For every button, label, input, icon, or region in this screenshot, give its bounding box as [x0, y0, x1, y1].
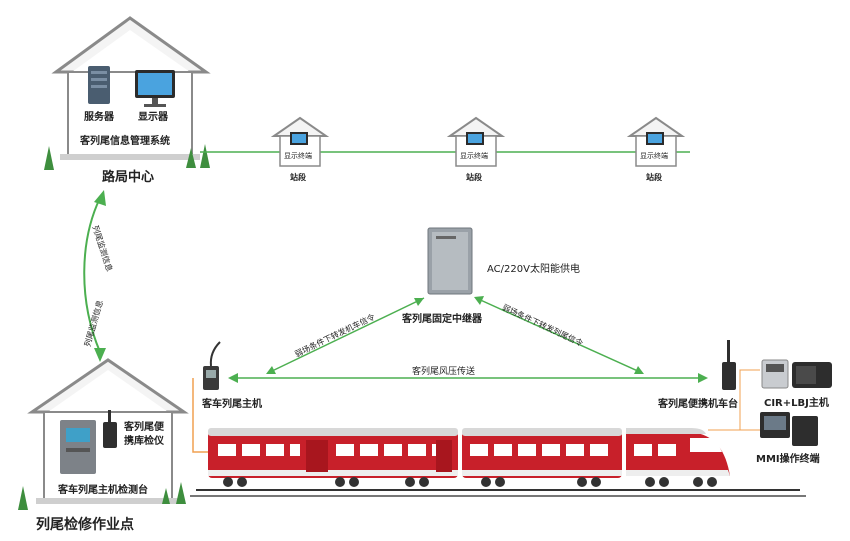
- train-host-label: 客车列尾主机: [202, 399, 262, 410]
- relay-cabinet-icon: [427, 227, 473, 295]
- station-2-screen-label: 显示终端: [460, 152, 488, 160]
- mmi-label: MMI操作终端: [756, 454, 820, 465]
- cir-lbj-label: CIR+LBJ主机: [764, 398, 829, 409]
- station-3-screen-label: 显示终端: [640, 152, 668, 160]
- signal-line: [192, 369, 760, 453]
- vertical-link-arrow: [83, 190, 106, 362]
- horizontal-arrow: [228, 373, 708, 383]
- portable-radio-label: 客列尾便携机车台: [658, 399, 738, 410]
- mmi-terminal-icon: [760, 412, 818, 446]
- train: [208, 428, 730, 487]
- station-1-name: 站段: [290, 173, 306, 182]
- relay-name: 客列尾固定中继器: [402, 314, 482, 325]
- monitor-label: 显示器: [138, 112, 168, 123]
- station-house-1: [270, 116, 330, 167]
- system-label: 客列尾信息管理系统: [80, 136, 170, 147]
- server-icon: [88, 66, 110, 104]
- tree-icon-2: [18, 482, 186, 510]
- station-3-name: 站段: [646, 173, 662, 182]
- horizontal-label: 客列尾风压传送: [412, 367, 476, 377]
- tester-label-line1: 客列尾便: [124, 422, 164, 433]
- train-host-radio-icon: [203, 341, 221, 390]
- test-bench-label: 客车列尾主机检测台: [58, 485, 148, 496]
- station-1-screen-label: 显示终端: [284, 152, 312, 160]
- station-house-3: [626, 116, 686, 167]
- relay-power-label: AC/220V太阳能供电: [487, 264, 580, 275]
- cir-lbj-host-icon: [761, 359, 832, 389]
- server-label: 服务器: [84, 112, 114, 123]
- tree-icon: [44, 144, 210, 170]
- right-diagonal-arrow: [474, 296, 644, 374]
- workshop-title: 列尾检修作业点: [36, 517, 134, 533]
- station-2-name: 站段: [466, 173, 482, 182]
- left-diagonal-arrow: [266, 297, 425, 374]
- bureau-title: 路局中心: [102, 170, 155, 185]
- tester-label-line2: 携库检仪: [124, 436, 164, 447]
- portable-tester-icon: [103, 410, 117, 448]
- monitor-icon: [135, 70, 175, 107]
- station-house-2: [446, 116, 506, 167]
- portable-radio-icon: [722, 340, 736, 390]
- test-bench-icon: [60, 420, 96, 474]
